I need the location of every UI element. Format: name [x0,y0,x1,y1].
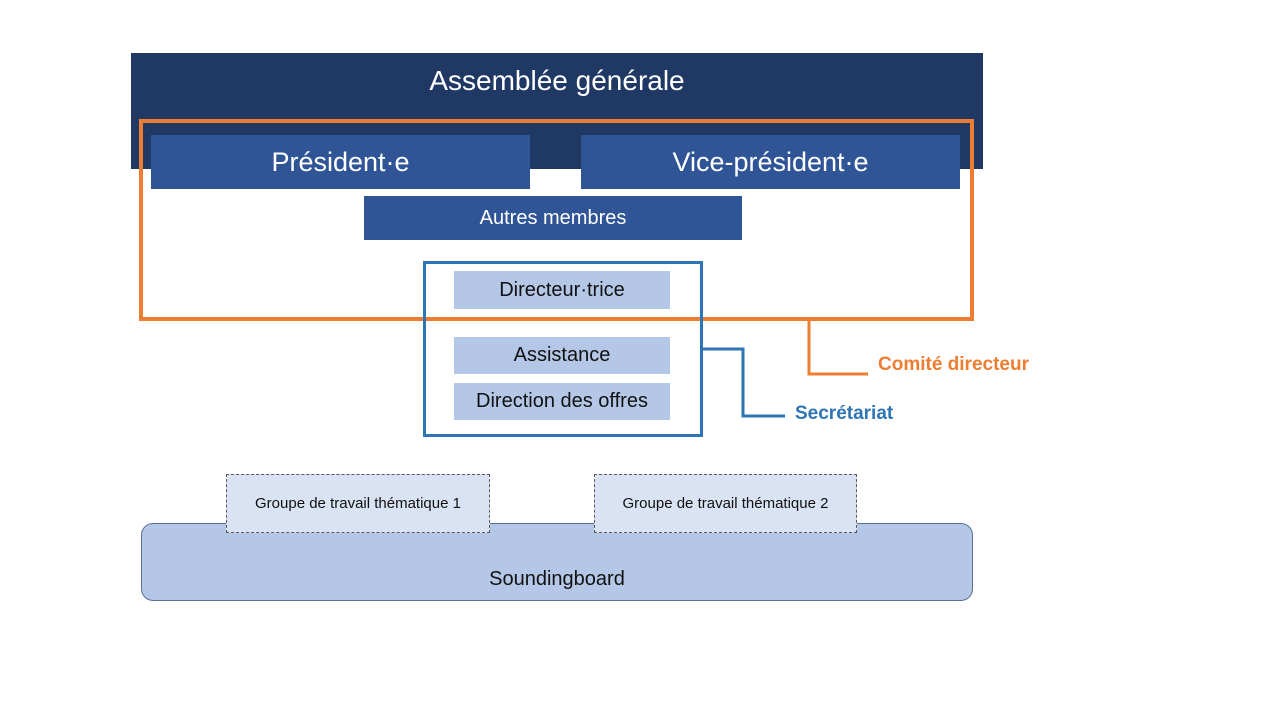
assistance-label: Assistance [513,344,611,366]
groupe-travail-1-box: Groupe de travail thématique 1 [226,474,490,533]
comite-directeur-label: Comité directeur [878,354,1029,375]
directeur-box: Directeur·trice [454,271,670,309]
assemblee-generale-label: Assemblée générale [429,65,685,96]
vice-president-box: Vice-président·e [581,135,960,189]
direction-offres-box: Direction des offres [454,383,670,420]
assistance-box: Assistance [454,337,670,374]
autres-membres-label: Autres membres [479,206,627,229]
directeur-label: Directeur·trice [499,278,625,301]
soundingboard-box: Soundingboard [141,523,973,601]
groupe-travail-1-label: Groupe de travail thématique 1 [255,495,461,512]
groupe-travail-2-label: Groupe de travail thématique 2 [622,495,829,512]
vice-president-label: Vice-président·e [672,146,869,177]
comite-directeur-frame [139,119,974,321]
autres-membres-box: Autres membres [364,196,742,240]
direction-offres-label: Direction des offres [476,390,648,412]
secretariat-frame [423,261,703,437]
groupe-travail-2-box: Groupe de travail thématique 2 [594,474,857,533]
comite-directeur-connector [807,321,868,376]
president-label: Président·e [271,146,410,177]
secretariat-connector [703,347,785,418]
secretariat-label: Secrétariat [795,403,894,424]
president-box: Président·e [151,135,530,189]
soundingboard-label: Soundingboard [489,568,625,590]
